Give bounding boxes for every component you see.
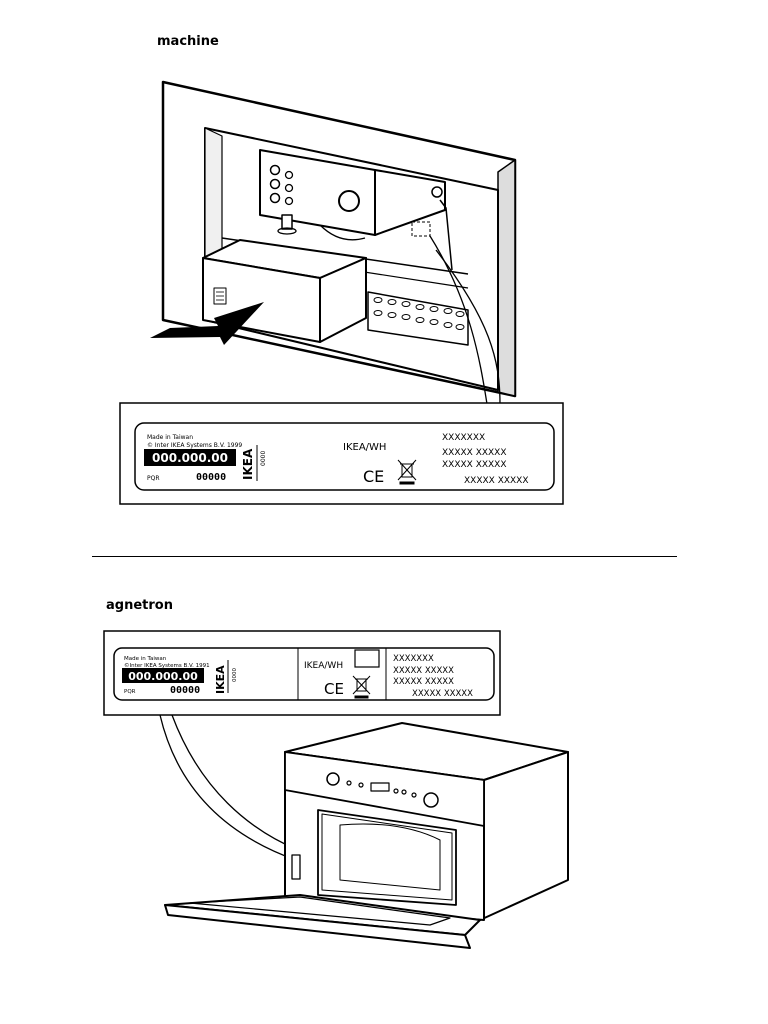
ce-mark-icon: CE (363, 467, 384, 486)
spec-line-3: XXXXX XXXXX (442, 460, 507, 470)
small-code: 0000 (232, 668, 238, 682)
ikea-brand-logo: IKEA (214, 665, 227, 694)
pqr-label: PQR (124, 689, 136, 695)
spec-line-4: XXXXX XXXXX (464, 476, 529, 486)
section-title-agnetron: agnetron (106, 598, 173, 613)
pqr-label: PQR (147, 475, 160, 482)
copyright-text: © Inter IKEA Systems B.V. 1999 (147, 442, 242, 449)
article-number: 000.000.00 (152, 451, 228, 465)
weee-bin-icon (397, 459, 417, 485)
spec-line-1: XXXXXXX (393, 654, 434, 664)
copyright-text: ©Inter IKEA Systems B.V. 1991 (124, 662, 210, 669)
model-text: IKEA/WH (304, 661, 343, 671)
spec-line-2: XXXXX XXXXX (393, 666, 454, 676)
spec-line-4: XXXXX XXXXX (412, 689, 473, 699)
made-in-text: Made in Taiwan (124, 656, 167, 662)
weee-bin-icon (352, 675, 371, 699)
ce-mark-icon: CE (324, 680, 344, 698)
spec-line-1: XXXXXXX (442, 433, 485, 443)
section-divider (92, 556, 677, 557)
pqr-value: 00000 (196, 472, 226, 483)
pqr-value: 00000 (170, 685, 200, 696)
spec-line-3: XXXXX XXXXX (393, 677, 454, 687)
article-number-box (122, 668, 204, 683)
article-number-box (144, 449, 236, 466)
blank-box (354, 649, 380, 668)
microwave-illustration (159, 714, 569, 949)
article-number: 000.000.00 (128, 670, 198, 683)
coffee-machine-illustration (161, 80, 517, 405)
rating-plate-2 (113, 647, 495, 701)
made-in-text: Made in Taiwan (147, 434, 193, 441)
small-code: 0000 (260, 451, 267, 466)
section-title-machine: machine (157, 34, 219, 49)
ikea-brand-logo: IKEA (241, 448, 255, 480)
model-text: IKEA/WH (343, 442, 386, 453)
spec-line-2: XXXXX XXXXX (442, 448, 507, 458)
arrow-icon (150, 302, 264, 345)
rating-plate-1 (134, 422, 555, 491)
